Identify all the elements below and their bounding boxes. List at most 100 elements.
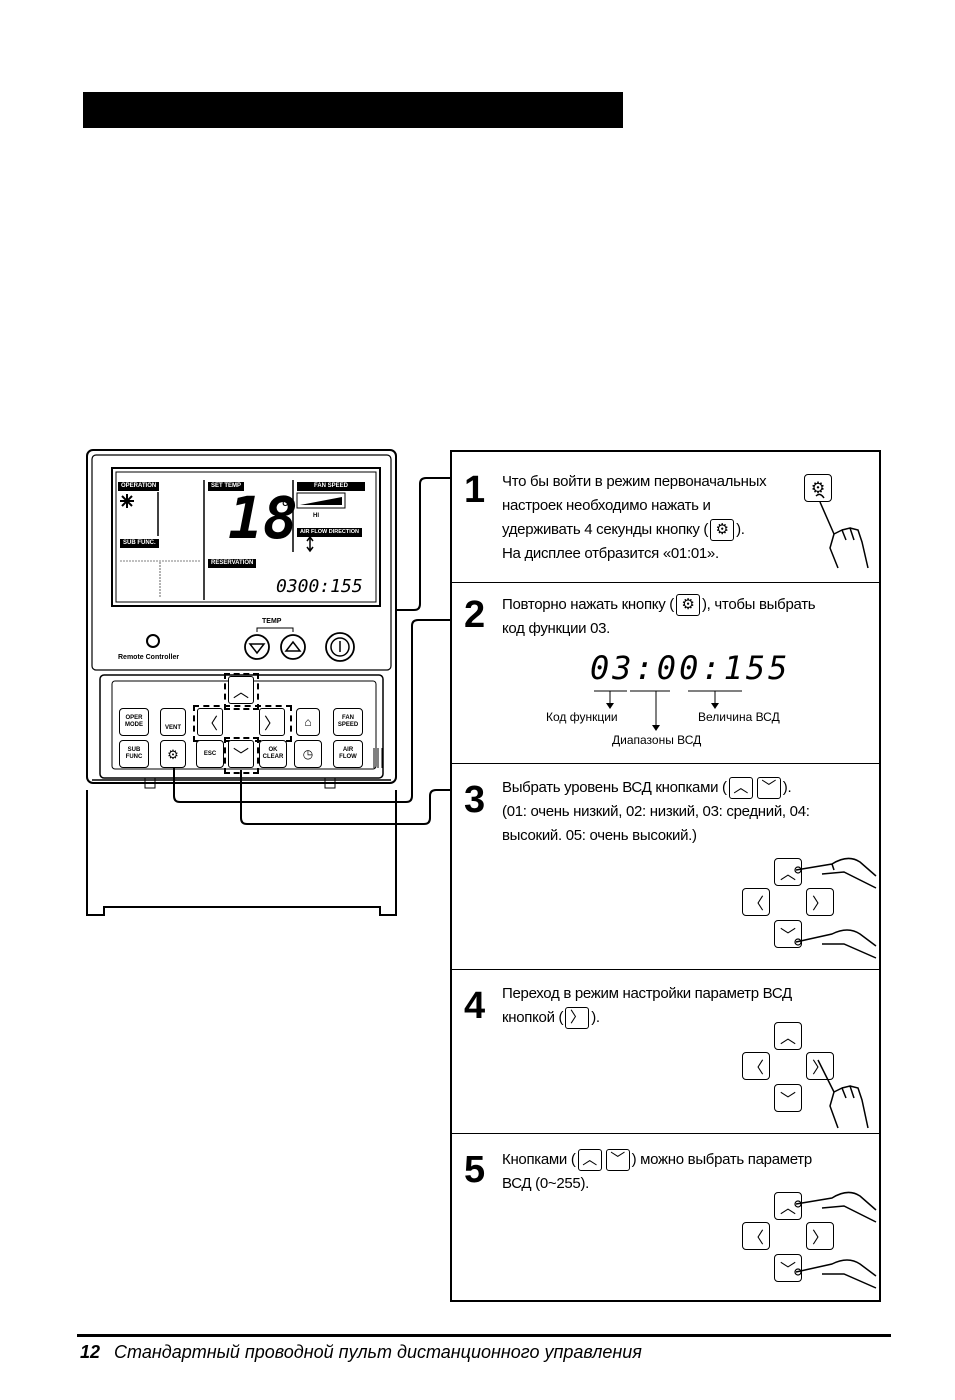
step-5: 5 Кнопками (︿﹀) можно выбрать параметр В… xyxy=(452,1134,879,1300)
step-line: Что бы войти в режим первоначальных xyxy=(502,473,767,490)
chevron-down-icon: ﹀ xyxy=(774,1254,802,1282)
step-line-part: ), чтобы выбрать xyxy=(701,596,816,613)
hand-press-icon xyxy=(817,1059,869,1129)
label-range: Диапазоны ВСД xyxy=(612,733,702,747)
step-line: Повторно нажать кнопку (⚙), чтобы выбрат… xyxy=(502,593,816,617)
step-number: 4 xyxy=(464,985,486,1027)
vent-button[interactable]: VENT xyxy=(160,708,186,736)
step-line-part: ). xyxy=(782,779,792,796)
lcd-readout: 0300:155 xyxy=(276,576,363,597)
home-button[interactable]: ⌂ xyxy=(296,708,320,736)
step-line: Кнопками (︿﹀) можно выбрать параметр xyxy=(502,1148,812,1172)
label-value: Величина ВСД xyxy=(698,710,780,724)
remote-right-button[interactable]: 〉 xyxy=(259,708,285,736)
timer-button[interactable]: ◷ xyxy=(294,740,322,768)
clock-icon: ◷ xyxy=(302,746,314,761)
settings-button[interactable]: ⚙ xyxy=(160,740,186,768)
lcd-fan-speed-label: FAN SPEED xyxy=(297,482,365,491)
chevron-down-icon: ﹀ xyxy=(605,1149,630,1172)
chevron-up-icon: ︿ xyxy=(774,1022,802,1050)
sub-func-button[interactable]: SUB FUNC xyxy=(119,740,149,768)
lcd-temp-value: 18 xyxy=(228,484,298,552)
step-3: 3 Выбрать уровень ВСД кнопками (︿﹀). (01… xyxy=(452,764,879,970)
esc-button[interactable]: ESC xyxy=(196,740,224,768)
lcd-operation-label: OPERATION xyxy=(118,482,160,491)
step-line: ВСД (0~255). xyxy=(502,1175,590,1192)
up-key-highlight xyxy=(224,673,259,710)
step-line: кнопкой (〉). xyxy=(502,1006,792,1030)
chevron-right-icon: 〉 xyxy=(806,1222,834,1250)
chevron-right-icon: 〉 xyxy=(263,716,280,733)
step-line-part: Повторно нажать кнопку ( xyxy=(502,596,674,613)
step-2: 2 Повторно нажать кнопку (⚙), чтобы выбр… xyxy=(452,583,879,764)
fan-speed-button[interactable]: FAN SPEED xyxy=(333,708,363,736)
remote-left-button[interactable]: 〈 xyxy=(197,708,223,736)
gear-icon: ⚙ xyxy=(710,519,735,542)
temp-label: TEMP xyxy=(262,618,282,625)
chevron-left-icon: 〈 xyxy=(742,1222,770,1250)
chevron-up-icon: ︿ xyxy=(774,1192,802,1220)
chevron-up-icon: ︿ xyxy=(774,858,802,886)
chevron-left-icon: 〈 xyxy=(742,888,770,916)
step-line-part: ) можно выбрать параметр xyxy=(631,1151,813,1168)
step-4: 4 Переход в режим настройки параметр ВСД… xyxy=(452,970,879,1134)
chevron-left-icon: 〈 xyxy=(742,1052,770,1080)
step-line: удерживать 4 секунды кнопку (⚙). xyxy=(502,518,766,542)
step-line: Переход в режим настройки параметр ВСД xyxy=(502,985,792,1002)
chevron-down-icon: ﹀ xyxy=(232,748,249,765)
step-text: Что бы войти в режим первоначальных наст… xyxy=(502,470,767,566)
footer-rule xyxy=(77,1334,891,1337)
chevron-right-icon: 〉 xyxy=(806,888,834,916)
lcd-sub-func-label: SUB FUNC. xyxy=(120,539,159,548)
lcd-set-temp-label: SET TEMP xyxy=(208,482,245,491)
step-line-part: кнопкой ( xyxy=(502,1009,564,1026)
step-number: 3 xyxy=(464,779,486,821)
remote-down-button[interactable]: ﹀ xyxy=(228,740,254,768)
hand-press-icon xyxy=(794,857,877,959)
step-number: 2 xyxy=(464,594,486,636)
step-1: 1 Что бы войти в режим первоначальных на… xyxy=(452,452,879,583)
step-text: Выбрать уровень ВСД кнопками (︿﹀). (01: … xyxy=(502,776,810,848)
chevron-down-icon: ﹀ xyxy=(774,1084,802,1112)
step-line: код функции 03. xyxy=(502,620,611,637)
oper-mode-button[interactable]: OPER MODE xyxy=(119,708,149,736)
vent-label: VENT xyxy=(164,724,181,731)
gear-icon: ⚙ xyxy=(167,746,179,762)
lcd-degree-unit: °C xyxy=(279,499,288,508)
chevron-down-icon: ﹀ xyxy=(774,920,802,948)
hand-press-icon xyxy=(794,1191,877,1289)
display-callout-lines xyxy=(594,690,742,731)
chevron-up-icon: ︿ xyxy=(728,777,753,800)
chevron-down-icon: ﹀ xyxy=(756,777,781,800)
air-flow-button[interactable]: AIR FLOW xyxy=(333,740,363,768)
step-text: Переход в режим настройки параметр ВСД к… xyxy=(502,982,792,1030)
header-bar xyxy=(83,92,623,128)
step-line: настроек необходимо нажать и xyxy=(502,497,711,514)
step-line: высокий. 05: очень высокий.) xyxy=(502,827,697,844)
hand-press-icon xyxy=(815,493,869,569)
gear-icon: ⚙ xyxy=(804,474,832,502)
step-line: Выбрать уровень ВСД кнопками (︿﹀). xyxy=(502,776,810,800)
remote-up-button[interactable]: ︿ xyxy=(228,676,254,704)
gear-icon: ⚙ xyxy=(675,594,700,617)
step-line-part: удерживать 4 секунды кнопку ( xyxy=(502,521,709,538)
remote-brand-label: Remote Controller xyxy=(118,654,180,661)
lcd-fan-level: HI xyxy=(313,513,319,519)
label-function-code: Код функции xyxy=(546,710,618,724)
chevron-up-icon: ︿ xyxy=(577,1149,602,1172)
step-line-part: ). xyxy=(591,1009,600,1026)
step-2-display-readout: 03:00:155 xyxy=(590,649,791,687)
step-line: На дисплее отбразится «01:01». xyxy=(502,545,719,562)
page-number: 12 xyxy=(80,1342,101,1362)
chevron-right-icon: 〉 xyxy=(565,1007,590,1030)
step-line-part: Выбрать уровень ВСД кнопками ( xyxy=(502,779,727,796)
ok-clear-button[interactable]: OK CLEAR xyxy=(259,740,287,768)
step-line: (01: очень низкий, 02: низкий, 03: средн… xyxy=(502,803,810,820)
steps-panel: 1 Что бы войти в режим первоначальных на… xyxy=(450,450,881,1302)
chevron-left-icon: 〈 xyxy=(201,716,218,733)
step-text: Кнопками (︿﹀) можно выбрать параметр ВСД… xyxy=(502,1148,812,1196)
chevron-up-icon: ︿ xyxy=(232,684,249,701)
step-text: Повторно нажать кнопку (⚙), чтобы выбрат… xyxy=(502,593,816,641)
step-line-part: Кнопками ( xyxy=(502,1151,576,1168)
